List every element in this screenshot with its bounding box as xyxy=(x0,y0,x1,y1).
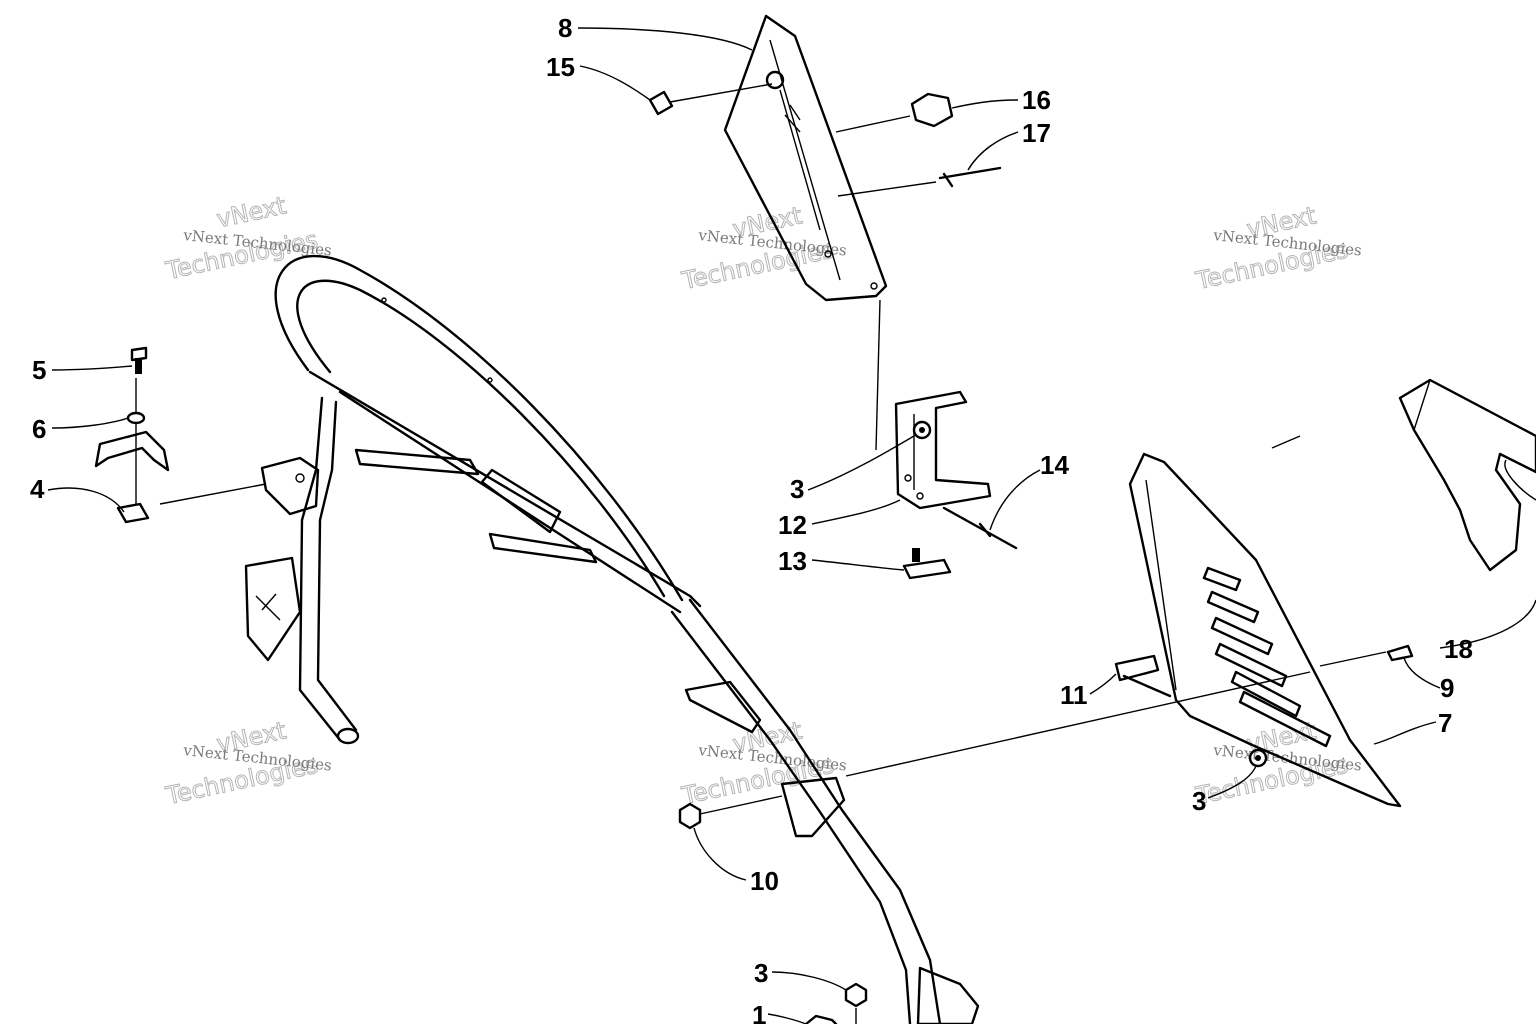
stray-mark xyxy=(1271,435,1301,449)
leader-lines xyxy=(47,27,1536,1024)
part-1-fastener xyxy=(804,1014,838,1024)
callout-13: 13 xyxy=(778,546,807,576)
assembly-line-nut10 xyxy=(699,795,783,815)
callout-3-upper: 3 xyxy=(790,474,804,504)
part-16-grommet xyxy=(835,92,954,133)
part-4-clamp xyxy=(94,378,267,524)
callout-12: 12 xyxy=(778,510,807,540)
part-8-upper-panel xyxy=(723,14,888,302)
callout-1: 1 xyxy=(752,1000,766,1024)
part-14-bolt xyxy=(942,506,1018,550)
callout-7: 7 xyxy=(1438,708,1452,738)
watermark-outline-top: vNext xyxy=(214,191,288,233)
part-15-screw xyxy=(648,83,773,116)
callout-11: 11 xyxy=(1060,680,1088,710)
part-10-nut xyxy=(678,802,702,830)
louvers xyxy=(1202,566,1332,748)
callout-6: 6 xyxy=(32,414,46,444)
callout-15: 15 xyxy=(546,52,575,82)
callout-3-panel: 3 xyxy=(1192,786,1206,816)
callout-labels: 8 15 16 17 5 6 4 3 12 13 14 18 9 11 7 3 … xyxy=(30,13,1473,1024)
part-11-clip xyxy=(1114,654,1172,698)
part-3-nut-lower xyxy=(844,982,868,1024)
callout-5: 5 xyxy=(32,355,46,385)
part-3-nut-panel xyxy=(1248,748,1268,768)
part-6-washer xyxy=(126,411,146,425)
assembly-line-panel-mount xyxy=(875,299,881,451)
part-12-mount-bracket xyxy=(894,390,992,510)
callout-4: 4 xyxy=(30,474,45,504)
part-3-nut-upper xyxy=(912,420,932,440)
part-18-foam-pad xyxy=(1398,378,1536,572)
part-7-louvered-panel xyxy=(1128,452,1402,808)
callout-8: 8 xyxy=(558,13,572,43)
callout-14: 14 xyxy=(1040,450,1069,480)
part-13-clip xyxy=(902,548,952,580)
part-5-bolt xyxy=(130,346,148,374)
callout-3-lower: 3 xyxy=(754,958,768,988)
callout-18: 18 xyxy=(1444,634,1473,664)
assembly-line-panel-frame xyxy=(845,671,1311,777)
callout-17: 17 xyxy=(1022,118,1051,148)
callout-9: 9 xyxy=(1440,673,1454,703)
callout-16: 16 xyxy=(1022,85,1051,115)
main-frame xyxy=(244,254,980,1024)
part-17-rivet xyxy=(837,166,1002,197)
part-9-screw xyxy=(1319,644,1414,667)
callout-10: 10 xyxy=(750,866,779,896)
